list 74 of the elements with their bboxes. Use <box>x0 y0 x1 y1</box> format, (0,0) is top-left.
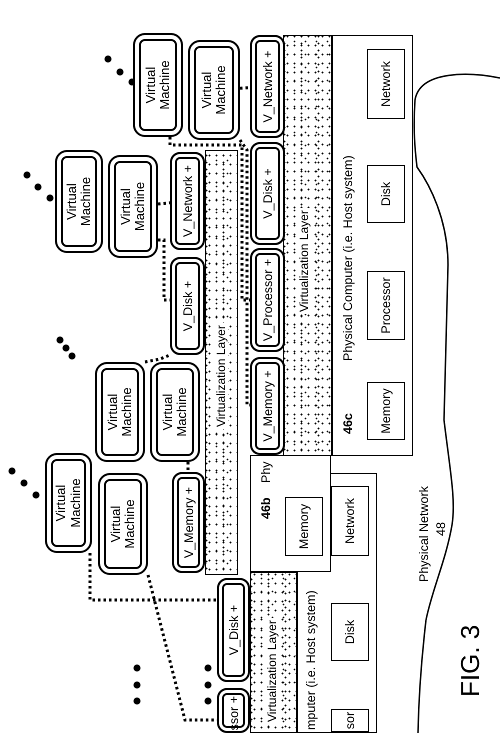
box-label: Network <box>379 61 393 107</box>
box-label: V_Memory + <box>182 486 196 558</box>
box-label: V_Disk + <box>260 168 274 219</box>
virtualization-layer-band <box>283 35 332 456</box>
hardware-box <box>367 382 405 440</box>
box-label: V_Memory + <box>260 370 274 442</box>
hardware-box <box>367 49 405 119</box>
layer-label: Virtualization Layer <box>265 618 279 724</box>
hardware-box <box>367 165 405 223</box>
box-label: Virtual Machine <box>64 176 94 228</box>
hardware-box <box>331 486 369 556</box>
virtual-machine-box <box>45 453 92 553</box>
hardware-box <box>331 603 369 661</box>
virtual-machine-box <box>98 473 148 575</box>
virtual-machine-box <box>150 362 200 462</box>
box-label: Virtual Machine <box>54 477 83 530</box>
box-label: Memory <box>297 504 311 550</box>
box-label: Physical Computer (i.e. Host system) <box>341 155 355 361</box>
box-label: sor <box>343 712 357 730</box>
box-label: Network <box>343 498 357 544</box>
virtualization-layer-band <box>250 572 297 733</box>
virtual-resource-box <box>250 142 285 245</box>
box-label: Phy <box>259 461 273 483</box>
box-label: V_Disk + <box>226 604 240 656</box>
box-label: mputer (i.e. Host system) <box>304 590 318 730</box>
hardware-box <box>331 709 369 732</box>
virtual-resource-box <box>170 152 205 250</box>
box-label: Disk <box>343 620 357 644</box>
virtual-resource-box <box>170 257 205 355</box>
box-label: Virtual Machine <box>106 386 134 439</box>
dotted-connector <box>158 238 170 302</box>
dotted-connector <box>168 137 250 302</box>
dotted-connector <box>158 201 170 206</box>
box-label: Virtual Machine <box>108 498 138 551</box>
virtual-resource-box <box>250 248 285 352</box>
hardware-box <box>285 497 323 556</box>
box-label: Virtual Machine <box>200 64 228 117</box>
figure-label: FIG. 3 <box>455 624 486 697</box>
dotted-connector <box>144 354 171 364</box>
box-label: Virtual Machine <box>118 180 148 234</box>
reference-number: 46c <box>341 413 355 434</box>
virtual-resource-box <box>250 35 285 138</box>
layer-label: Virtualization Layer <box>214 323 228 429</box>
host-computer-box <box>250 455 331 572</box>
host-computer-box <box>332 35 413 456</box>
virtual-resource-box <box>172 472 205 573</box>
box-label: Processor <box>379 277 393 334</box>
dotted-connector <box>88 553 217 602</box>
box-label: Memory <box>379 388 393 434</box>
hardware-box <box>367 271 405 340</box>
virtual-machine-box <box>108 155 158 258</box>
dotted-connector <box>240 86 250 90</box>
box-label: V_Disk + <box>180 280 194 332</box>
virtual-machine-box <box>55 150 103 253</box>
virtual-machine-box <box>188 40 240 140</box>
virtual-resource-box <box>250 357 285 455</box>
network-label: Physical Network <box>417 486 431 582</box>
dotted-connector <box>238 139 250 406</box>
box-label: Disk <box>379 182 393 206</box>
box-label: Virtual Machine <box>144 59 172 112</box>
virtual-machine-box <box>95 362 145 462</box>
virtual-resource-box <box>217 578 250 682</box>
virtualization-layer-band <box>205 150 238 575</box>
layer-label: Virtualization Layer <box>297 208 311 314</box>
virtual-machine-box <box>133 33 183 137</box>
box-label: V_Network + <box>260 50 274 122</box>
box-label: V_Network + <box>180 165 194 237</box>
dotted-connector <box>186 462 190 472</box>
box-label: V_Processor + <box>260 258 274 342</box>
box-label: Virtual Machine <box>160 386 190 439</box>
reference-number: 46b <box>259 497 273 519</box>
reference-number: 48 <box>434 522 448 536</box>
dotted-connector <box>146 574 217 722</box>
virtual-resource-box <box>217 688 250 733</box>
